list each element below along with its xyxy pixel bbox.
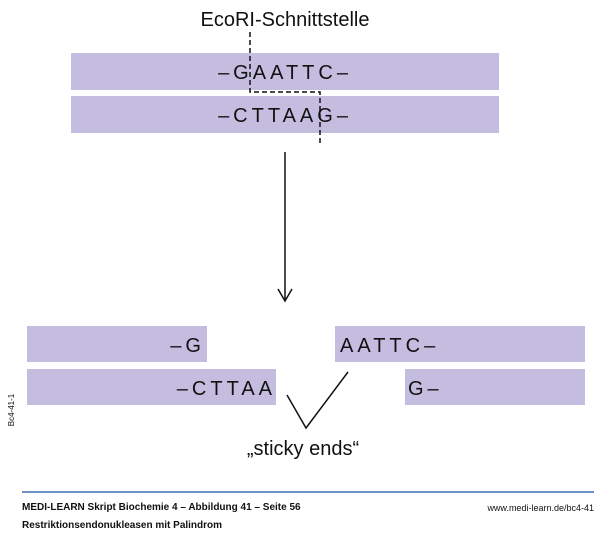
top-strand-sequence: –GAATTC– bbox=[218, 62, 352, 84]
left-top-sequence: –G bbox=[170, 335, 205, 357]
left-top-bar bbox=[27, 326, 207, 362]
sticky-ends-label: „sticky ends“ bbox=[247, 438, 359, 460]
right-bottom-bar bbox=[405, 369, 585, 405]
footer-url: www.medi-learn.de/bc4-41 bbox=[487, 503, 594, 513]
bottom-strand-bar bbox=[71, 96, 499, 133]
left-bottom-sequence: –CTTAA bbox=[177, 378, 276, 400]
top-strand-bar bbox=[71, 53, 499, 90]
side-code: Bc4-41-1 bbox=[7, 393, 16, 426]
footer-subtitle: Restriktionsendonukleasen mit Palindrom bbox=[22, 520, 223, 531]
footer-title: MEDI-LEARN Skript Biochemie 4 – Abbildun… bbox=[22, 502, 301, 513]
arrow-down-icon bbox=[277, 288, 293, 303]
title: EcoRI-Schnittstelle bbox=[201, 9, 370, 31]
cut-site-dashed-line bbox=[249, 32, 321, 144]
left-bottom-bar bbox=[27, 369, 276, 405]
right-top-sequence: AATTC– bbox=[340, 335, 439, 357]
right-top-bar bbox=[335, 326, 585, 362]
sticky-ends-pointer bbox=[286, 371, 349, 430]
bottom-strand-sequence: –CTTAAG– bbox=[218, 105, 352, 127]
right-bottom-sequence: G– bbox=[408, 378, 443, 400]
